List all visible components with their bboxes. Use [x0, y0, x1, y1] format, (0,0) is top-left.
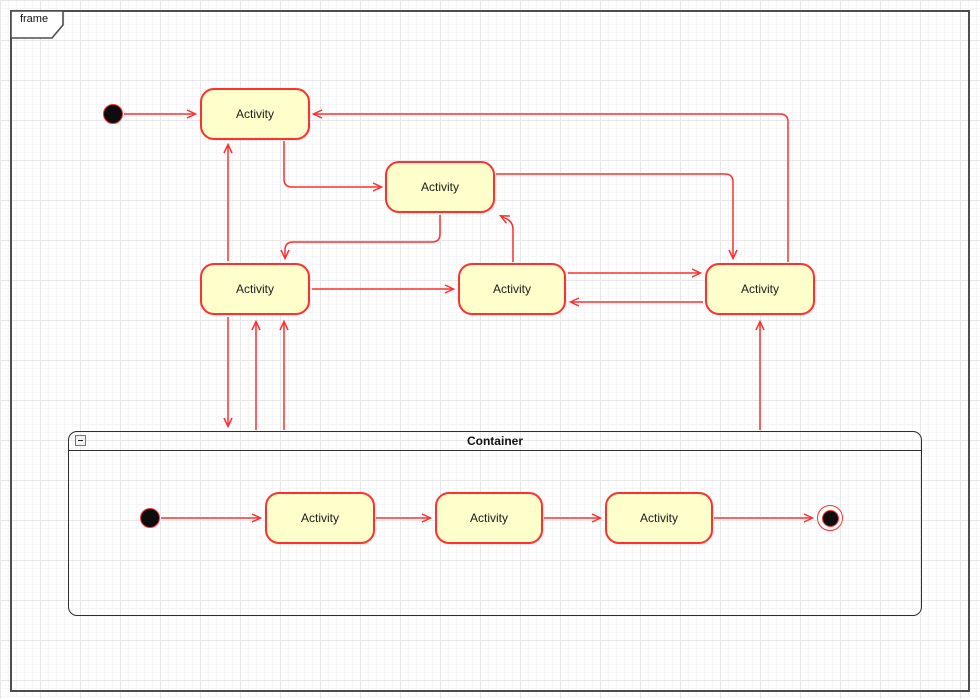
final-state-inner [821, 509, 839, 527]
activity-node-activity-second[interactable]: Activity [385, 161, 495, 213]
activity-label: Activity [492, 282, 531, 296]
activity-label: Activity [740, 282, 779, 296]
initial-state-node-start-main[interactable] [103, 104, 123, 124]
activity-node-container-act-1[interactable]: Activity [265, 492, 375, 544]
final-state-node-end-container[interactable] [817, 505, 843, 531]
initial-state-node-start-container[interactable] [140, 508, 160, 528]
activity-label: Activity [235, 107, 274, 121]
activity-node-activity-right[interactable]: Activity [705, 263, 815, 315]
activity-node-activity-left[interactable]: Activity [200, 263, 310, 315]
activity-label: Activity [469, 511, 508, 525]
frame-name-tab[interactable]: frame [10, 10, 66, 39]
activity-label: Activity [420, 180, 459, 194]
activity-node-container-act-2[interactable]: Activity [435, 492, 543, 544]
activity-label: Activity [300, 511, 339, 525]
activity-label: Activity [639, 511, 678, 525]
container-state[interactable]: Container [68, 431, 922, 616]
container-titlebar: Container [69, 432, 921, 451]
activity-label: Activity [235, 282, 274, 296]
uml-frame-border [10, 10, 970, 692]
frame-tab-shape [10, 10, 64, 39]
activity-node-activity-middle[interactable]: Activity [458, 263, 566, 315]
container-title: Container [466, 434, 523, 448]
frame-tab-label: frame [19, 13, 49, 25]
collapse-icon[interactable] [75, 435, 86, 446]
activity-node-container-act-3[interactable]: Activity [605, 492, 713, 544]
activity-node-activity-top[interactable]: Activity [200, 88, 310, 140]
minus-glyph [78, 439, 83, 442]
